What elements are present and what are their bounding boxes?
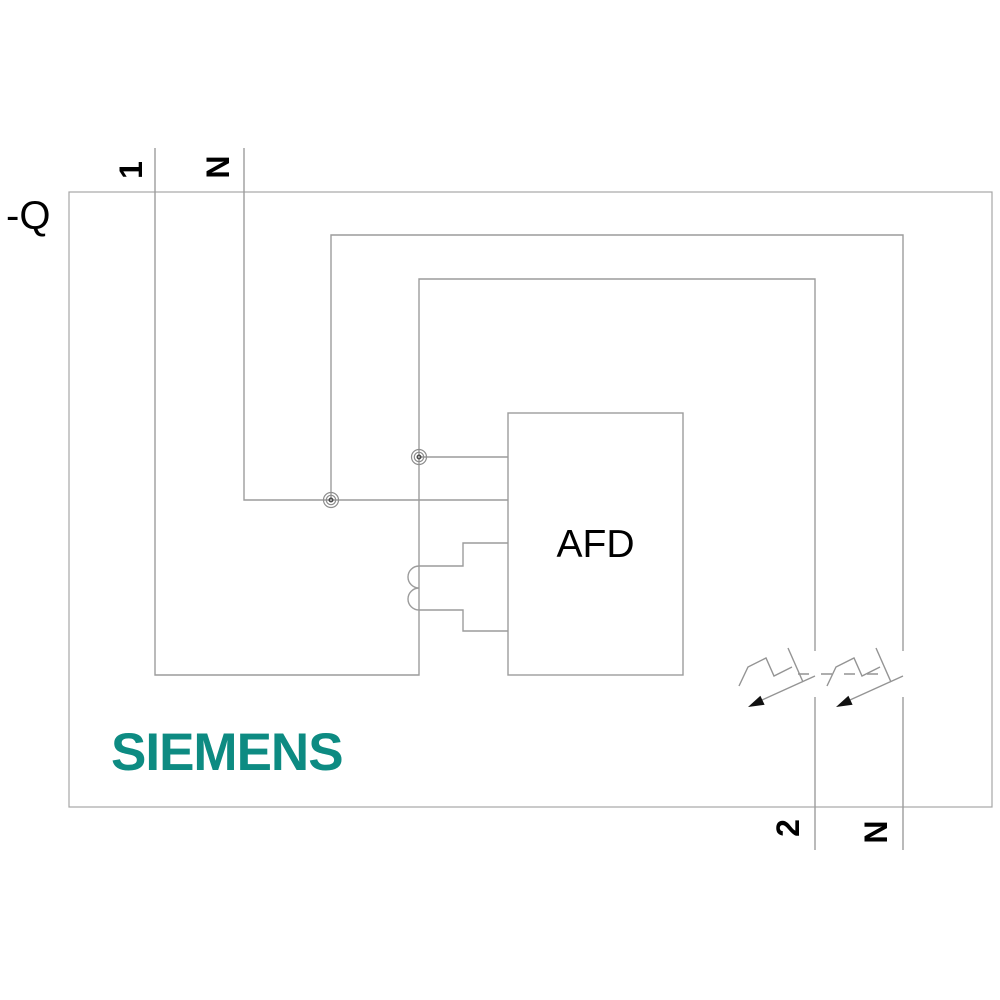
- switch-blade: [839, 675, 904, 706]
- trip-release-icon: [738, 657, 793, 687]
- breaker-pole-1: [738, 647, 816, 707]
- afd-module-box: [507, 412, 684, 676]
- terminal-label-2: 2: [769, 819, 806, 837]
- siemens-logo: SIEMENS: [111, 723, 344, 782]
- fixed-contact-tick: [787, 647, 804, 683]
- current-sensor-coil: [407, 542, 508, 632]
- terminal-label-n-top: N: [199, 155, 236, 179]
- junction-connector-line: [410, 448, 428, 466]
- terminal-label-1: 1: [112, 161, 149, 179]
- junction-connector-neutral: [322, 491, 340, 509]
- terminal-label-n-bottom: N: [857, 820, 894, 844]
- neutral-conductor-path: [243, 148, 508, 501]
- line-conductor-path: [154, 148, 816, 676]
- fixed-contact-tick: [875, 647, 892, 683]
- neutral-loop-path: [330, 234, 904, 651]
- switch-blade: [751, 675, 816, 706]
- trip-release-icon: [826, 657, 881, 687]
- trip-arrow-icon: [836, 695, 853, 707]
- trip-arrow-icon: [748, 695, 765, 707]
- breaker-pole-2: [826, 647, 904, 707]
- wiring: [154, 148, 904, 850]
- afd-module-label: AFD: [556, 523, 635, 566]
- device-reference-label: -Q: [6, 194, 51, 238]
- device-outline-frame: [68, 191, 993, 808]
